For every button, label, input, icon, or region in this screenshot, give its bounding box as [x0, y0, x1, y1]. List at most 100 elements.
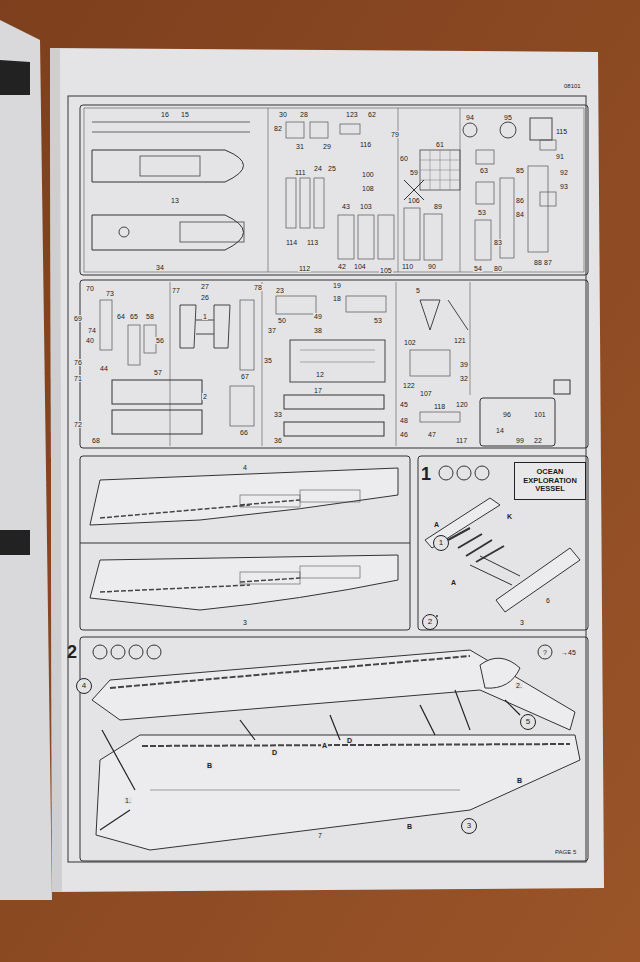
callout-number: 2. [515, 682, 523, 689]
callout-number: A [450, 579, 457, 586]
callout-number: 19 [332, 282, 342, 289]
callout-number: A [433, 521, 440, 528]
callout-number: 59 [409, 169, 419, 176]
callout-number: 58 [145, 313, 155, 320]
callout-number: 49 [313, 313, 323, 320]
callout-number: 1. [124, 797, 132, 804]
callout-number: 110 [401, 263, 414, 270]
callout-number: 112 [298, 265, 311, 272]
callout-number: 16 [160, 111, 170, 118]
callout-number: 74 [87, 327, 97, 334]
callout-number: 57 [153, 369, 163, 376]
callout-number: 26 [200, 294, 210, 301]
callout-number: 43 [341, 203, 351, 210]
callout-number: 28 [299, 111, 309, 118]
callout-number: 89 [433, 203, 443, 210]
callout-number: 90 [427, 263, 437, 270]
callout-number: 47 [427, 431, 437, 438]
callout-number: 67 [240, 373, 250, 380]
callout-number: 86 [515, 197, 525, 204]
callout-number: →45 [560, 649, 577, 656]
part-number: 3 [467, 821, 471, 830]
callout-number: 15 [180, 111, 190, 118]
callout-number: 117 [455, 437, 468, 444]
callout-number: 64 [116, 313, 126, 320]
callout-number: B [406, 823, 413, 830]
callout-number: 100 [361, 171, 375, 178]
callout-number: 2 [202, 393, 208, 400]
callout-number: 107 [419, 390, 433, 397]
callout-number: 80 [493, 265, 503, 272]
callout-number: 39 [459, 361, 469, 368]
callout-number: 44 [99, 365, 109, 372]
callout-number: 46 [399, 431, 409, 438]
callout-number: 118 [433, 403, 446, 410]
part-number: 2 [428, 617, 432, 626]
callout-number: 36 [273, 437, 283, 444]
callout-number: 123 [345, 111, 359, 118]
callout-number: 6 [545, 597, 551, 604]
callout-number: 48 [399, 417, 409, 424]
kit-title: OCEAN EXPLORATION VESSEL [518, 468, 582, 494]
callout-number: 76 [73, 359, 83, 366]
callout-number: 25 [327, 165, 337, 172]
callout-number: 88 [533, 259, 543, 266]
callout-number: 103 [359, 203, 373, 210]
callout-number: 61 [435, 141, 445, 148]
callout-number: 69 [73, 315, 83, 322]
callout-number: 101 [533, 411, 547, 418]
part-number: 1 [439, 538, 443, 547]
callout-number: 70 [85, 285, 95, 292]
callout-number: 42 [337, 263, 347, 270]
callout-number: D [346, 737, 353, 744]
callout-number: 83 [493, 239, 503, 246]
callout-number: 104 [353, 263, 367, 270]
callout-number: 4 [242, 464, 248, 471]
callout-number: 95 [503, 114, 513, 121]
callout-number: 120 [455, 401, 469, 408]
callout-number: 30 [278, 111, 288, 118]
callout-number: 96 [502, 411, 512, 418]
callout-number: 3 [519, 619, 525, 626]
part-circle: 3 [461, 818, 477, 834]
callout-number: 35 [263, 357, 273, 364]
callout-number: 33 [273, 411, 283, 418]
part-circle: 5 [520, 714, 536, 730]
callout-number: ? [542, 649, 548, 656]
callout-number: 63 [479, 167, 489, 174]
callout-number: 14 [495, 427, 505, 434]
callout-number: 12 [315, 371, 325, 378]
callout-number: 22 [533, 437, 543, 444]
callout-number: 113 [306, 239, 319, 246]
callout-number: 73 [105, 290, 115, 297]
callout-number: 29 [322, 143, 332, 150]
callout-number: 24 [313, 165, 323, 172]
callout-number: 82 [273, 125, 283, 132]
callout-number: 1 [202, 313, 208, 320]
step-number: 2 [66, 643, 78, 661]
callout-number: 38 [313, 327, 323, 334]
callout-number: 31 [295, 143, 305, 150]
part-number: 5 [526, 717, 530, 726]
callout-number: 17 [313, 387, 323, 394]
callout-number: 114 [285, 239, 298, 246]
callout-number: 91 [555, 153, 565, 160]
callout-number: 94 [465, 114, 475, 121]
callout-number: 53 [373, 317, 383, 324]
callout-number: 08101 [563, 83, 582, 89]
callout-number: A [321, 742, 328, 749]
callout-number: 115 [555, 128, 568, 135]
callout-number: B [516, 777, 523, 784]
callout-number: 13 [170, 197, 180, 204]
callout-number: 71 [73, 375, 83, 382]
callout-number: 56 [155, 337, 165, 344]
callout-number: 23 [275, 287, 285, 294]
page-number: PAGE 5 [554, 849, 577, 855]
callout-number: 111 [294, 169, 307, 176]
callout-number: 87 [543, 259, 553, 266]
step-number: 1 [420, 465, 432, 483]
callout-number: 50 [277, 317, 287, 324]
callout-number: 34 [155, 264, 165, 271]
callout-number: 84 [515, 211, 525, 218]
callout-number: 122 [402, 382, 416, 389]
